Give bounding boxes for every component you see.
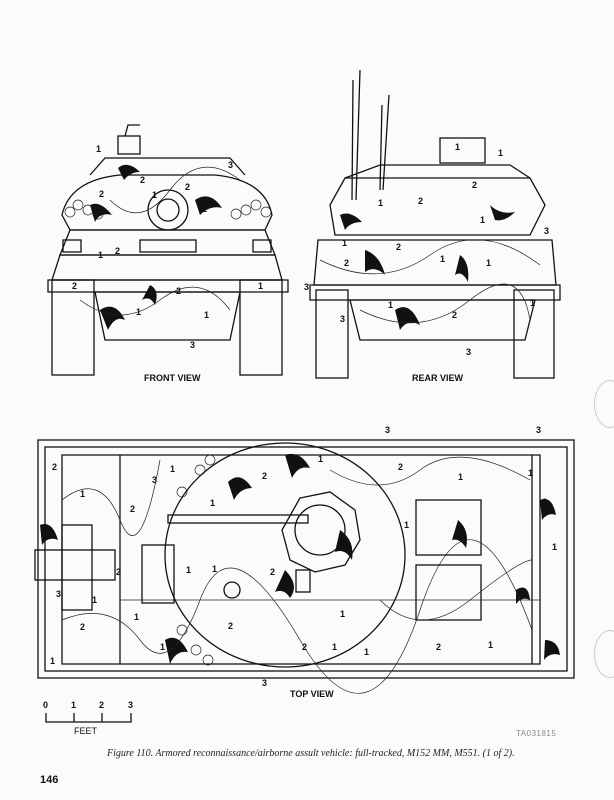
callout: 1 <box>170 464 175 474</box>
scale-tick: 2 <box>99 700 104 710</box>
callout: 1 <box>480 215 485 225</box>
callout: 2 <box>418 196 423 206</box>
front-view-drawing <box>47 124 289 376</box>
callout: 1 <box>364 647 369 657</box>
callout: 2 <box>228 621 233 631</box>
callout: 2 <box>436 642 441 652</box>
callout: 1 <box>136 307 141 317</box>
front-view-title: FRONT VIEW <box>144 373 201 383</box>
scale-bar: 0 1 2 3 FEET <box>43 700 133 736</box>
figure-id: TA031815 <box>516 729 557 738</box>
callout: 1 <box>210 498 215 508</box>
callout: 2 <box>130 504 135 514</box>
top-view-drawing <box>34 439 575 694</box>
callout: 3 <box>262 678 267 688</box>
callout: 1 <box>134 612 139 622</box>
callout: 1 <box>50 656 55 666</box>
callout: 1 <box>212 564 217 574</box>
callout: 2 <box>140 175 145 185</box>
top-view-callouts: 3 3 2 1 3 1 2 1 2 2 1 1 1 2 1 1 2 1 1 3 1 2 2 1 2 1 1 1 2 1 2 1 1 3 <box>50 425 557 688</box>
callout: 2 <box>52 462 57 472</box>
callout: 3 <box>190 340 195 350</box>
callout: 1 <box>488 640 493 650</box>
callout: 1 <box>160 642 165 652</box>
callout: 3 <box>56 589 61 599</box>
scale-tick: 3 <box>128 700 133 710</box>
callout: 1 <box>498 148 503 158</box>
callout: 3 <box>536 425 541 435</box>
callout: 1 <box>530 298 535 308</box>
callout: 2 <box>396 242 401 252</box>
callout: 2 <box>202 204 207 214</box>
callout: 1 <box>332 642 337 652</box>
callout: 1 <box>350 214 355 224</box>
callout: 1 <box>186 565 191 575</box>
rear-view-drawing <box>309 69 561 379</box>
callout: 1 <box>458 472 463 482</box>
callout: 2 <box>270 567 275 577</box>
callout: 3 <box>304 282 309 292</box>
callout: 3 <box>228 160 233 170</box>
callout: 2 <box>115 246 120 256</box>
scale-unit: FEET <box>74 726 98 736</box>
callout: 2 <box>398 462 403 472</box>
callout: 1 <box>342 238 347 248</box>
callout: 1 <box>404 520 409 530</box>
scale-tick: 0 <box>43 700 48 710</box>
callout: 1 <box>258 281 263 291</box>
callout: 1 <box>80 489 85 499</box>
callout: 1 <box>528 468 533 478</box>
callout: 2 <box>302 642 307 652</box>
callout: 2 <box>80 622 85 632</box>
scale-tick: 1 <box>71 700 76 710</box>
callout: 1 <box>92 595 97 605</box>
callout: 3 <box>544 226 549 236</box>
callout: 2 <box>472 180 477 190</box>
callout: 2 <box>72 281 77 291</box>
callout: 2 <box>262 471 267 481</box>
callout: 1 <box>388 300 393 310</box>
callout: 3 <box>152 475 157 485</box>
top-view-title: TOP VIEW <box>290 689 334 699</box>
page-number: 146 <box>40 774 59 786</box>
callout: 1 <box>440 254 445 264</box>
callout: 1 <box>318 454 323 464</box>
callout: 1 <box>552 542 557 552</box>
callout: 1 <box>96 144 101 154</box>
callout: 1 <box>152 190 157 200</box>
callout: 2 <box>176 286 181 296</box>
callout: 1 <box>455 142 460 152</box>
rear-view-title: REAR VIEW <box>412 373 464 383</box>
callout: 3 <box>340 314 345 324</box>
callout: 2 <box>99 189 104 199</box>
callout: 1 <box>486 258 491 268</box>
callout: 2 <box>185 182 190 192</box>
callout: 2 <box>452 310 457 320</box>
figure-caption: Figure 110. Armored reconnaissance/airbo… <box>107 748 515 759</box>
callout: 2 <box>542 497 547 507</box>
callout: 1 <box>98 250 103 260</box>
callout: 1 <box>378 198 383 208</box>
callout: 3 <box>466 347 471 357</box>
callout: 1 <box>340 609 345 619</box>
callout: 3 <box>385 425 390 435</box>
callout: 2 <box>344 258 349 268</box>
callout: 1 <box>204 310 209 320</box>
callout: 2 <box>116 567 121 577</box>
